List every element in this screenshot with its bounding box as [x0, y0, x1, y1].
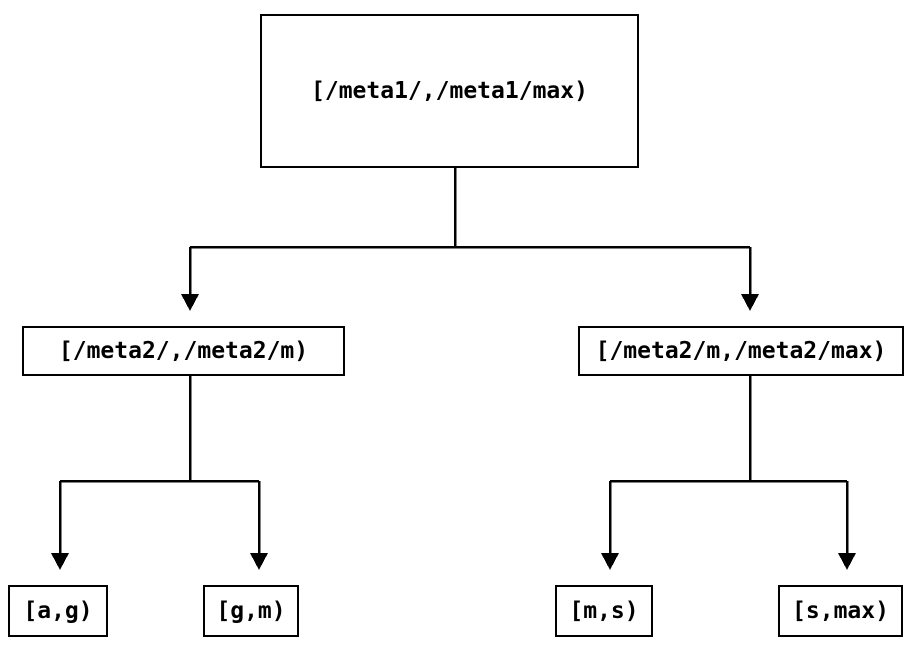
edge-right-to-smax [838, 481, 856, 570]
edge-root-to-right [741, 247, 759, 311]
edge-left-to-ag [51, 481, 69, 570]
arrowhead-icon [51, 553, 69, 570]
node-meta2-left: [/meta2/,/meta2/m) [22, 326, 345, 376]
arrowhead-icon [838, 553, 856, 570]
leaf-node-ag-label: [a,g) [23, 598, 93, 624]
edge-left-to-gm [250, 481, 268, 570]
node-meta2-right-label: [/meta2/m,/meta2/max) [595, 338, 887, 364]
leaf-node-ag: [a,g) [8, 585, 108, 637]
arrowhead-icon [181, 294, 199, 311]
leaf-node-ms: [m,s) [555, 585, 653, 637]
leaf-node-smax: [s,max) [778, 585, 903, 637]
node-root: [/meta1/,/meta1/max) [260, 14, 639, 168]
node-root-label: [/meta1/,/meta1/max) [311, 78, 588, 104]
leaf-node-ms-label: [m,s) [569, 598, 639, 624]
edge-root-to-left [181, 247, 199, 311]
edge-right-stem [610, 376, 847, 483]
node-meta2-right: [/meta2/m,/meta2/max) [578, 326, 904, 376]
edge-root-stem [190, 168, 750, 249]
leaf-node-gm-label: [g,m) [216, 598, 286, 624]
arrowhead-icon [250, 553, 268, 570]
leaf-node-gm: [g,m) [203, 585, 299, 637]
arrowhead-icon [741, 294, 759, 311]
leaf-node-smax-label: [s,max) [792, 598, 889, 624]
edge-right-to-ms [601, 481, 619, 570]
node-meta2-left-label: [/meta2/,/meta2/m) [58, 338, 309, 364]
arrowhead-icon [601, 553, 619, 570]
edge-left-stem [60, 376, 259, 483]
